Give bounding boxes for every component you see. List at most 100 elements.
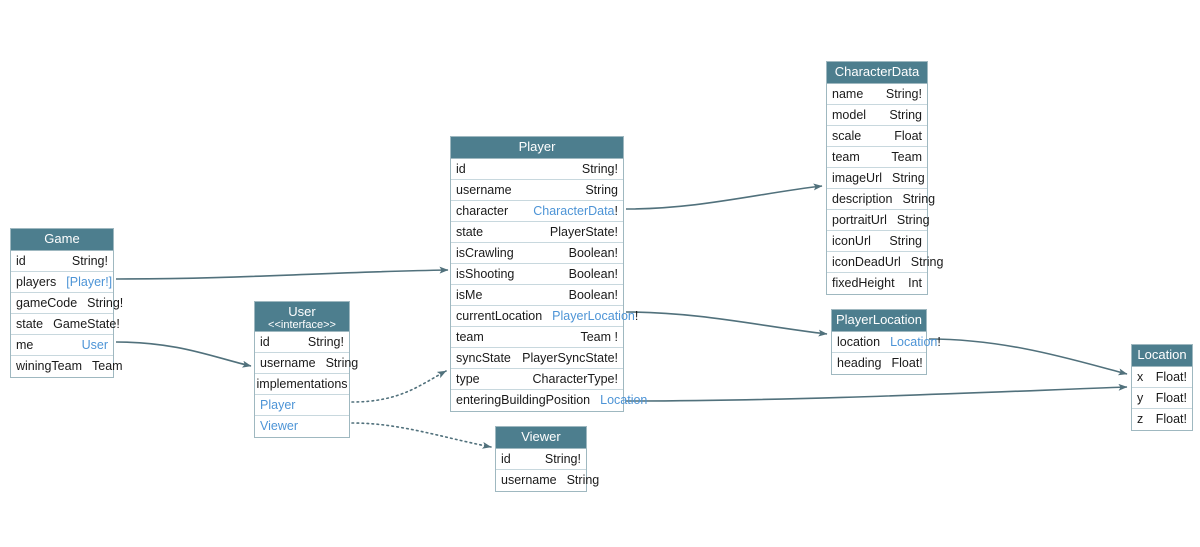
entity-field-row[interactable]: implementations	[255, 374, 349, 395]
field-type[interactable]: CharacterData!	[533, 202, 618, 221]
field-name: username	[260, 355, 316, 370]
field-type-link[interactable]: Location	[600, 393, 648, 407]
field-type: Float!	[1155, 412, 1187, 426]
field-type: Team !	[580, 329, 618, 344]
entity-field-row[interactable]: me User	[11, 335, 113, 356]
field-name[interactable]: Viewer	[260, 419, 298, 433]
field-name: y	[1137, 390, 1144, 405]
field-type: PlayerState!	[549, 224, 618, 239]
field-type[interactable]: Location	[600, 391, 647, 410]
entity-field-row[interactable]: state GameState!	[11, 314, 120, 335]
field-type: GameState!	[53, 316, 120, 331]
field-name: id	[16, 253, 26, 268]
field-name: gameCode	[16, 295, 78, 310]
field-type-link[interactable]: [Player!]	[66, 274, 113, 289]
field-type-nonnull: !	[614, 203, 618, 218]
field-name[interactable]: Player	[260, 397, 296, 412]
field-type: String	[585, 182, 618, 197]
field-type-link[interactable]: Location	[890, 334, 938, 349]
field-name: currentLocation	[456, 308, 543, 323]
entity-field-row[interactable]: id String!	[496, 449, 586, 470]
edge-player-enteringbuildingposition-to-location	[625, 383, 1128, 402]
field-type: String!	[87, 295, 124, 310]
field-type[interactable]: PlayerLocation!	[552, 307, 638, 326]
field-name: players	[16, 274, 57, 289]
field-name: id	[501, 451, 511, 466]
entity-header-viewer: Viewer	[496, 427, 586, 449]
entity-header-playerlocation: PlayerLocation	[832, 310, 926, 332]
field-name: username	[501, 473, 557, 487]
entity-field-row[interactable]: Player	[255, 395, 349, 416]
field-type[interactable]: Location!	[890, 333, 941, 352]
field-name: me	[16, 337, 34, 352]
field-name: team	[832, 149, 860, 164]
field-type: Team	[92, 359, 123, 373]
field-name: portraitUrl	[832, 212, 887, 227]
field-type-link[interactable]: PlayerLocation	[552, 308, 635, 323]
field-type: String	[902, 191, 936, 206]
field-name: isCrawling	[456, 245, 514, 260]
entity-stereotype: <<interface>>	[268, 319, 336, 331]
field-type: String!	[544, 451, 581, 466]
entity-field-row[interactable]: Viewer	[255, 416, 349, 437]
field-name: state	[16, 316, 44, 331]
field-type[interactable]: [Player!]	[66, 273, 112, 292]
entity-title: User	[288, 304, 316, 319]
field-name: isShooting	[456, 266, 515, 281]
field-name: isMe	[456, 287, 483, 302]
entity-field-row[interactable]: currentLocation PlayerLocation!	[451, 306, 638, 327]
field-type: Float	[894, 128, 922, 143]
entity-field-row[interactable]: players [Player!]	[11, 272, 113, 293]
field-type: Float!	[1155, 369, 1187, 384]
field-name: iconUrl	[832, 233, 871, 248]
field-type-nonnull: !	[937, 334, 941, 349]
field-type-link[interactable]: CharacterData	[533, 203, 615, 218]
field-type[interactable]: User	[82, 336, 108, 355]
field-name: scale	[832, 128, 862, 143]
field-type-link[interactable]: User	[81, 337, 108, 352]
entity-field-row[interactable]: scale Float	[827, 126, 927, 147]
entity-field-row[interactable]: gameCode String!	[11, 293, 123, 314]
field-name: fixedHeight	[832, 276, 895, 290]
field-name: syncState	[456, 350, 511, 365]
field-type: Float!	[891, 356, 923, 370]
